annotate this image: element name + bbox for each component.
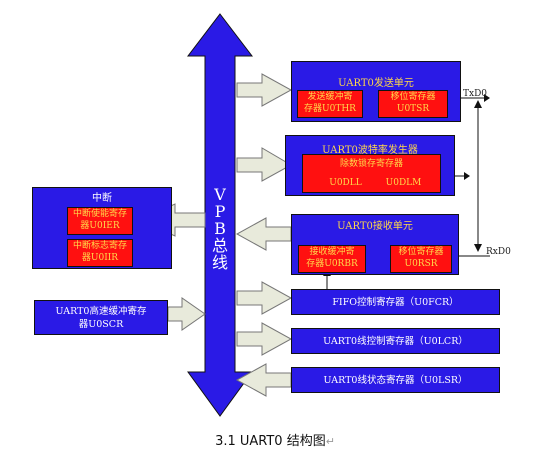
ier-register-line1: 中断使能寄存	[72, 209, 127, 219]
line-status-label: UART0线状态寄存器（U0LSR）	[323, 375, 468, 386]
interrupt-unit-title: 中断	[92, 193, 112, 204]
dll-label: U0DLL	[329, 178, 362, 188]
vpb-bus-arrow	[186, 13, 254, 417]
ier-register: 中断使能寄存 器U0IER	[67, 207, 133, 235]
arrow-bus-to-lcr	[236, 322, 293, 356]
dlm-label: U0DLM	[385, 178, 422, 188]
tsr-register: 移位寄存器 U0TSR	[378, 90, 448, 118]
fifo-control-label: FIFO控制寄存器（U0FCR）	[332, 297, 459, 308]
tx-unit: UART0发送单元 发送缓冲寄 存器U0THR 移位寄存器 U0TSR	[291, 61, 461, 122]
wire-tsr-txd0-head	[484, 94, 490, 102]
rbr-register-line2: 存器U0RBR	[306, 259, 358, 269]
figure-caption: 3.1 UART0 结构图↵	[0, 430, 550, 449]
tx-unit-title: UART0发送单元	[338, 78, 414, 89]
rsr-register-line1: 移位寄存器	[398, 247, 444, 257]
line-control-label: UART0线控制寄存器（U0LCR）	[323, 336, 468, 347]
arrow-scratch-to-bus	[167, 297, 206, 331]
baud-generator-title: UART0波特率发生器	[322, 145, 418, 156]
iir-register-line2: 器U0IIR	[81, 253, 119, 263]
iir-register: 中断标志寄存 器U0IIR	[67, 239, 133, 267]
wire-baud-out-head	[464, 172, 470, 180]
divisor-latch-register: 除数锁存寄存器 U0DLL U0DLM	[302, 154, 441, 193]
vpb-char-zong: 总	[212, 236, 229, 255]
scratch-register: UART0高速缓冲寄存 器U0SCR	[34, 300, 168, 335]
thr-register: 发送缓冲寄 存器U0THR	[297, 90, 363, 118]
rsr-register-line2: U0RSR	[404, 259, 438, 269]
fifo-control-register: FIFO控制寄存器（U0FCR）	[291, 289, 500, 315]
vpb-char-b: B	[214, 219, 226, 238]
rxd0-pin-label: RxD0	[486, 247, 511, 257]
ier-register-line2: 器U0IER	[80, 221, 120, 231]
rx-unit-title: UART0接收单元	[337, 221, 413, 232]
scratch-register-line1: UART0高速缓冲寄存	[55, 306, 147, 317]
rsr-register: 移位寄存器 U0RSR	[390, 245, 452, 273]
thr-register-line1: 发送缓冲寄	[307, 92, 353, 102]
rx-unit: UART0接收单元 接收缓冲寄 存器U0RBR 移位寄存器 U0RSR	[291, 214, 459, 275]
vpb-bus-label: V P B 总 线	[212, 186, 228, 271]
rbr-register-line1: 接收缓冲寄	[309, 247, 355, 257]
txd0-pin-label: TxD0	[463, 89, 488, 99]
wire-tx-rx-link-bottom	[474, 244, 482, 252]
wire-tx-rx-link-top	[474, 100, 482, 108]
line-status-register: UART0线状态寄存器（U0LSR）	[291, 367, 500, 393]
arrow-rx-to-bus	[235, 217, 292, 251]
scratch-register-line2: 器U0SCR	[78, 319, 124, 330]
line-control-register: UART0线控制寄存器（U0LCR）	[291, 328, 500, 354]
divisor-latch-line2: U0DLL U0DLM	[303, 177, 440, 190]
arrow-bus-to-fifo	[236, 281, 293, 315]
thr-register-line2: 存器U0THR	[304, 104, 356, 114]
arrow-bus-to-baud	[236, 147, 293, 182]
figure-caption-text: 3.1 UART0 结构图	[215, 434, 326, 449]
paragraph-return-mark: ↵	[325, 435, 335, 448]
tsr-register-line2: U0TSR	[396, 104, 430, 114]
divisor-latch-line1: 除数锁存寄存器	[339, 159, 403, 169]
vpb-char-xian: 线	[212, 253, 229, 272]
arrow-lsr-to-bus	[235, 363, 292, 397]
vpb-char-v: V	[214, 185, 226, 204]
tsr-register-line1: 移位寄存器	[390, 92, 436, 102]
rbr-register: 接收缓冲寄 存器U0RBR	[298, 245, 366, 273]
iir-register-line1: 中断标志寄存	[72, 241, 127, 251]
baud-generator: UART0波特率发生器 除数锁存寄存器 U0DLL U0DLM	[285, 135, 455, 196]
arrow-bus-to-tx	[236, 73, 293, 107]
vpb-char-p: P	[214, 202, 226, 221]
interrupt-unit: 中断 中断使能寄存 器U0IER 中断标志寄存 器U0IIR	[32, 187, 172, 269]
